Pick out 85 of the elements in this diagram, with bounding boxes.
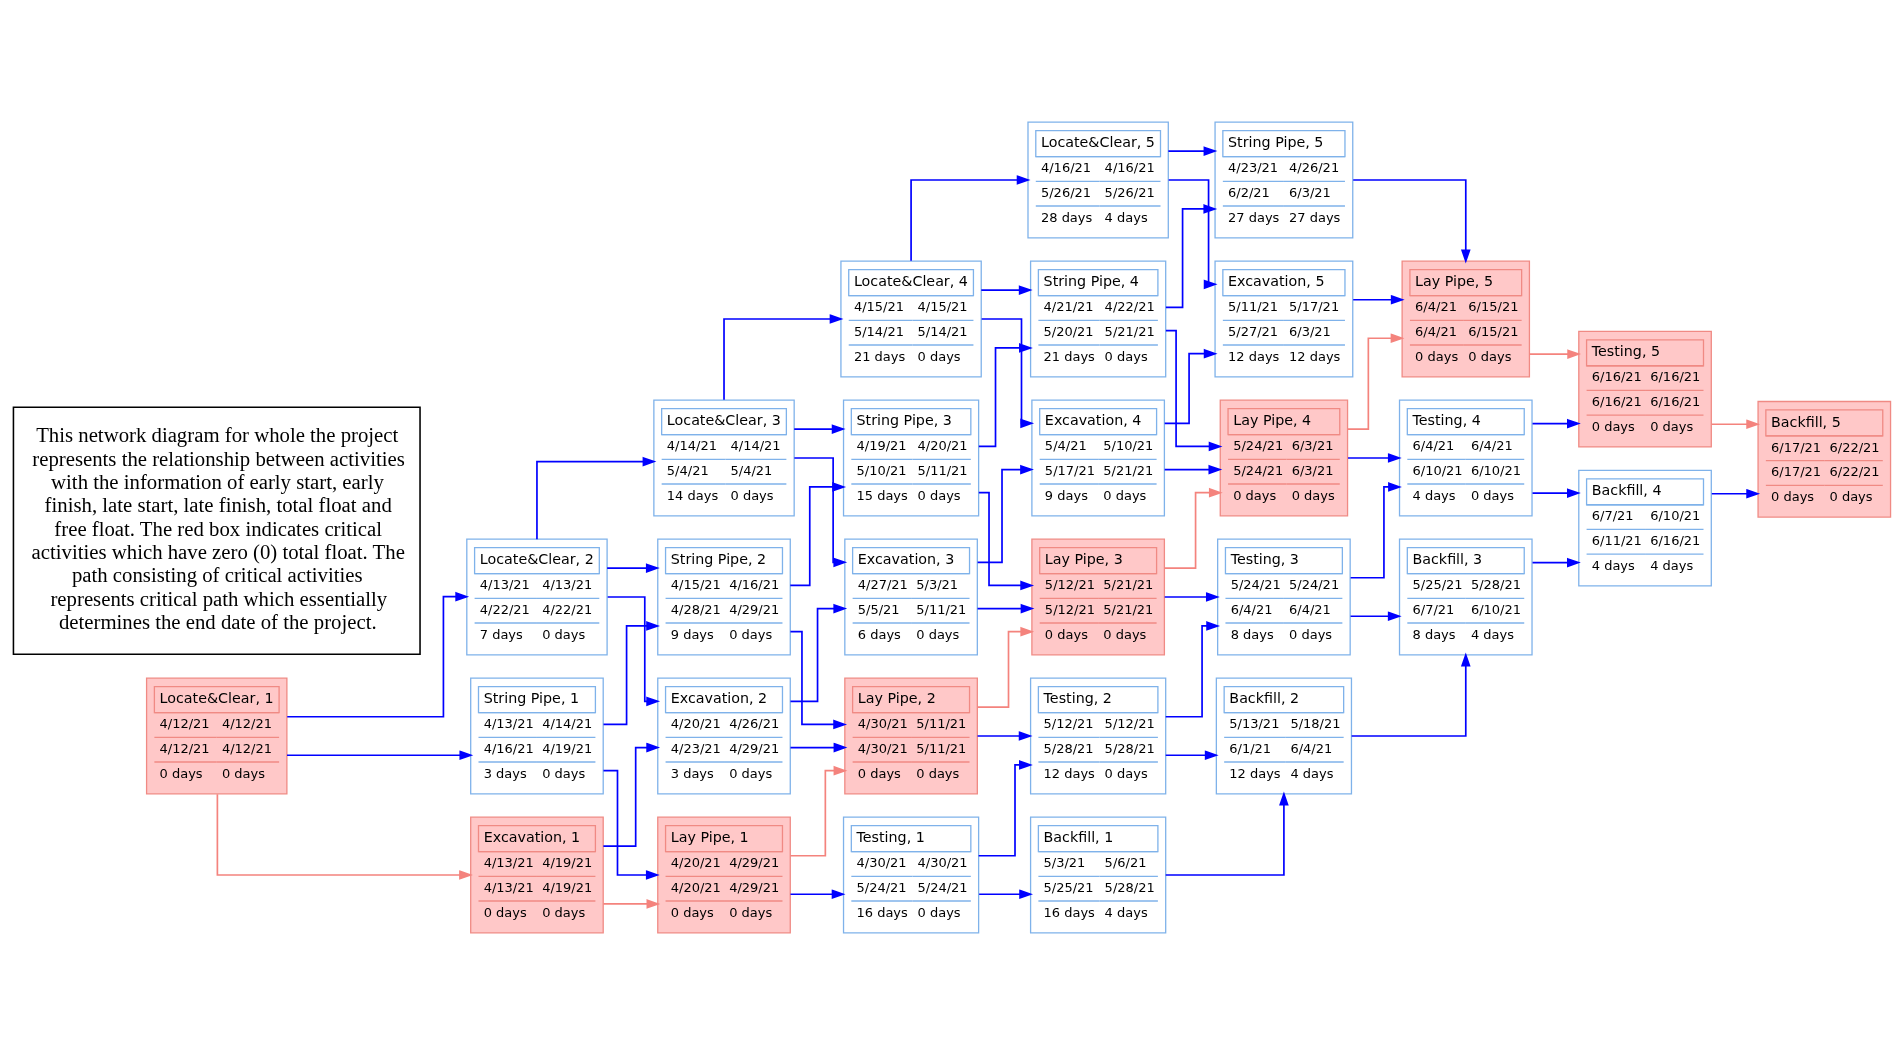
arrow [1710, 488, 1761, 499]
arrow [1349, 482, 1402, 579]
arrow [789, 603, 848, 703]
arrow [1352, 294, 1405, 305]
arrow [976, 626, 1035, 708]
arrow [536, 456, 657, 541]
arrow [1531, 488, 1581, 498]
arrow [789, 482, 847, 587]
node-box: Backfill, 1 5/3/21 5/6/21 5/25/21 5/28/21 16 days 4 days [1029, 816, 1167, 934]
arrow [1531, 418, 1581, 429]
node-box: String Pipe, 5 4/23/21 4/26/21 6/2/21 6/3/21 27 days 27 days [1214, 121, 1354, 239]
node-box: Lay Pipe, 1 4/20/21 4/29/21 4/20/21 4/29/21 0 days 0 days [657, 816, 791, 934]
arrow [286, 750, 474, 761]
arrow [978, 343, 1033, 448]
arrow [606, 563, 660, 573]
arrow [1347, 333, 1405, 430]
node-box: Locate&Clear, 5 4/16/21 4/16/21 5/26/21 5/26/21 28 days 4 days [1027, 121, 1169, 239]
node-box: Testing, 1 4/30/21 4/30/21 5/24/21 5/24/21 16 days 0 days [842, 816, 980, 934]
arrow [976, 603, 1035, 614]
arrow [723, 314, 844, 401]
arrow [1352, 179, 1471, 264]
arrow [1710, 419, 1761, 430]
node-box: Backfill, 4 6/7/21 6/10/21 6/11/21 6/16/21 4 days 4 days [1578, 469, 1712, 587]
arrow [980, 285, 1033, 295]
arrow [976, 731, 1033, 741]
arrow [606, 596, 661, 707]
node-box: Locate&Clear, 3 4/14/21 4/14/21 5/4/21 5/4/21 14 days 0 days [653, 399, 795, 517]
arrow [980, 318, 1035, 429]
arrow [978, 491, 1035, 591]
node-box: String Pipe, 4 4/21/21 4/22/21 5/20/21 5/21/21 21 days 0 days [1029, 260, 1167, 378]
arrow [976, 464, 1034, 564]
arrow [1167, 146, 1218, 156]
node-box: Excavation, 1 4/13/21 4/19/21 4/13/21 4/19/21 0 days 0 days [470, 816, 604, 934]
arrow [1164, 791, 1289, 876]
arrow [789, 630, 847, 730]
arrow [977, 760, 1033, 857]
arrow [1165, 204, 1218, 309]
node-box: This network diagram for whole the project represents the relationship between activities with the information of early start, early finish, late start, late finish, total float and free float. The red box indicates critical activities which have zero (0) total float. The path consisting of critical activities represents critical path which essentially determines the end date of the project. [12, 406, 421, 655]
arrow [602, 899, 661, 909]
arrow [789, 742, 848, 753]
node-box: Locate&Clear, 4 4/15/21 4/15/21 5/14/21 5/14/21 21 days 0 days [840, 260, 982, 378]
arrow [1163, 348, 1218, 425]
arrow [602, 742, 661, 847]
arrow [1350, 652, 1471, 737]
node-box: Locate&Clear, 1 4/12/21 4/12/21 4/12/21 4/12/21 0 days 0 days [145, 677, 288, 795]
node-box: Lay Pipe, 4 5/24/21 6/3/21 5/24/21 6/3/21 0 days 0 days [1219, 399, 1349, 517]
arrow [789, 889, 846, 900]
node-box: Lay Pipe, 3 5/12/21 5/21/21 5/12/21 5/21/21 0 days 0 days [1031, 538, 1166, 656]
node-box: Locate&Clear, 2 4/13/21 4/13/21 4/22/21 4/22/21 7 days 0 days [466, 538, 608, 656]
node-box: Testing, 3 5/24/21 5/24/21 6/4/21 6/4/21 8 days 0 days [1217, 538, 1351, 656]
node-box: String Pipe, 3 4/19/21 4/20/21 5/10/21 5/11/21 15 days 0 days [842, 399, 980, 517]
arrow [789, 765, 848, 857]
arrow [1349, 611, 1402, 622]
arrow [793, 457, 848, 568]
node-box: Excavation, 2 4/20/21 4/26/21 4/23/21 4/29/21 3 days 0 days [657, 677, 791, 795]
arrow [1163, 592, 1220, 602]
arrow [1531, 557, 1581, 568]
arrow [216, 793, 473, 880]
arrow [1167, 179, 1218, 290]
node-box: Excavation, 5 5/11/21 5/17/21 5/27/21 6/3/21 12 days 12 days [1214, 260, 1354, 378]
arrow [1163, 487, 1223, 569]
arrow [1347, 453, 1402, 463]
node-box: Lay Pipe, 2 4/30/21 5/11/21 4/30/21 5/11/21 0 days 0 days [844, 677, 978, 795]
node-box: Testing, 2 5/12/21 5/12/21 5/28/21 5/28/21 12 days 0 days [1029, 677, 1167, 795]
node-box: Testing, 4 6/4/21 6/4/21 6/10/21 6/10/21 4 days 0 days [1398, 399, 1533, 517]
node-box: Backfill, 2 5/13/21 5/18/21 6/1/21 6/4/21 12 days 4 days [1215, 677, 1353, 795]
arrow [1164, 750, 1219, 761]
node-box: String Pipe, 2 4/15/21 4/16/21 4/28/21 4/29/21 9 days 0 days [657, 538, 791, 656]
arrow [602, 769, 660, 880]
arrow [1165, 329, 1223, 452]
arrow [793, 424, 846, 434]
arrow [1528, 349, 1582, 359]
arrow [286, 591, 470, 718]
node-box: Backfill, 3 5/25/21 5/28/21 6/7/21 6/10/21 8 days 4 days [1398, 538, 1533, 656]
node-box: Excavation, 3 4/27/21 5/3/21 5/5/21 5/11/21 6 days 0 days [844, 538, 978, 656]
arrow [1164, 621, 1220, 718]
arrow [910, 175, 1031, 262]
arrow [602, 621, 660, 726]
node-box: Lay Pipe, 5 6/4/21 6/15/21 6/4/21 6/15/21 0 days 0 days [1401, 260, 1531, 378]
arrow [978, 889, 1033, 900]
node-box: Excavation, 4 5/4/21 5/10/21 5/17/21 5/21/21 9 days 0 days [1031, 399, 1166, 517]
node-box: String Pipe, 1 4/13/21 4/14/21 4/16/21 4/19/21 3 days 0 days [470, 677, 604, 795]
arrow [1163, 464, 1223, 475]
node-box: Testing, 5 6/16/21 6/16/21 6/16/21 6/16/21 0 days 0 days [1578, 330, 1712, 448]
node-box: Backfill, 5 6/17/21 6/22/21 6/17/21 6/22/21 0 days 0 days [1757, 400, 1892, 518]
